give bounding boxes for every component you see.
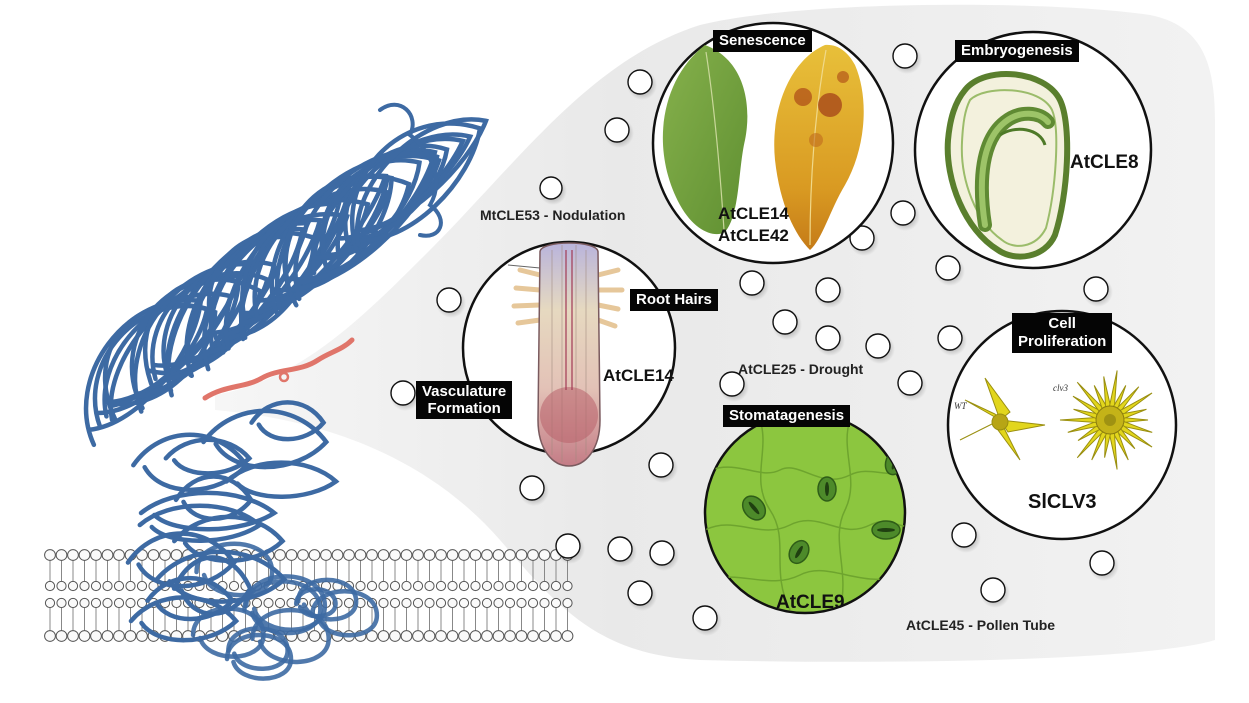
peptide-circle-icon [937, 325, 963, 351]
senescence-gene-1: AtCLE14 [718, 204, 789, 223]
cell-line-2: Proliferation [1018, 333, 1107, 350]
peptide-circle-icon [627, 69, 653, 95]
stomatagenesis-gene: AtCLE9 [776, 592, 845, 613]
peptide-circle-icon [951, 522, 977, 548]
wt-label: WT [954, 401, 967, 411]
senescence-label: Senescence [713, 30, 812, 52]
root-bubble [461, 240, 677, 467]
embryogenesis-label: Embryogenesis [955, 40, 1079, 62]
cell-proliferation-bubble [946, 309, 1178, 541]
stomatagenesis-bubble [703, 411, 907, 615]
cell-line-1: Cell [1048, 315, 1076, 332]
peptide-circle-icon [935, 255, 961, 281]
peptide-circle-icon [436, 287, 462, 313]
peptide-circle-icon [692, 605, 718, 631]
peptide-circle-icon [815, 277, 841, 303]
seed-embryo-icon [944, 71, 1071, 260]
vasculature-line-1: Vasculature [422, 383, 507, 400]
clv3-label: clv3 [1053, 383, 1068, 393]
root-hairs-label: Root Hairs [630, 289, 718, 311]
peptide-circle-icon [539, 176, 563, 200]
drought-label: AtCLE25 - Drought [738, 361, 864, 377]
stomata-icon [705, 419, 905, 611]
peptide-circle-icon [980, 577, 1006, 603]
peptide-circle-icon [555, 533, 581, 559]
cell-proliferation-label: Cell Proliferation [1012, 313, 1113, 353]
peptide-circle-icon [1089, 550, 1115, 576]
peptide-circle-icon [772, 309, 798, 335]
wt-flower-icon [959, 377, 1046, 461]
senescence-gene-2: AtCLE42 [718, 226, 789, 245]
peptide-circle-icon [815, 325, 841, 351]
peptide-circles [390, 43, 1119, 636]
peptide-circle-icon [865, 333, 891, 359]
peptide-circle-icon [739, 270, 765, 296]
embryogenesis-bubble [913, 30, 1153, 270]
peptide-circle-icon [607, 536, 633, 562]
peptide-circle-icon [719, 371, 745, 397]
cle-peptide-icon [202, 337, 355, 401]
vasculature-label: Vasculature Formation [416, 381, 513, 419]
peptide-circle-icon [649, 540, 675, 566]
green-leaf-icon [662, 45, 748, 235]
peptide-circle-icon [604, 117, 630, 143]
peptide-circle-icon [890, 200, 916, 226]
peptide-circle-icon [849, 225, 875, 251]
peptide-circle-icon [390, 380, 416, 406]
peptide-circle-icon [627, 580, 653, 606]
pollen-tube-label: AtCLE45 - Pollen Tube [906, 617, 1056, 633]
peptide-circle-icon [1083, 276, 1109, 302]
embryogenesis-gene: AtCLE8 [1070, 152, 1139, 173]
stomatagenesis-label: Stomatagenesis [723, 405, 851, 427]
peptide-circle-icon [892, 43, 918, 69]
peptide-circle-icon [648, 452, 674, 478]
root-gene: AtCLE14 [603, 366, 674, 385]
root-tip-icon [507, 242, 625, 467]
clv3-flower-icon [1059, 370, 1153, 470]
nodulation-label: MtCLE53 - Nodulation [480, 207, 626, 223]
receptor-protein-icon [83, 102, 489, 681]
peptide-circle-icon [897, 370, 923, 396]
peptide-circle-icon [519, 475, 545, 501]
vasculature-line-2: Formation [427, 400, 501, 417]
cell-proliferation-gene: SlCLV3 [1028, 491, 1097, 513]
senescence-bubble [651, 21, 895, 265]
